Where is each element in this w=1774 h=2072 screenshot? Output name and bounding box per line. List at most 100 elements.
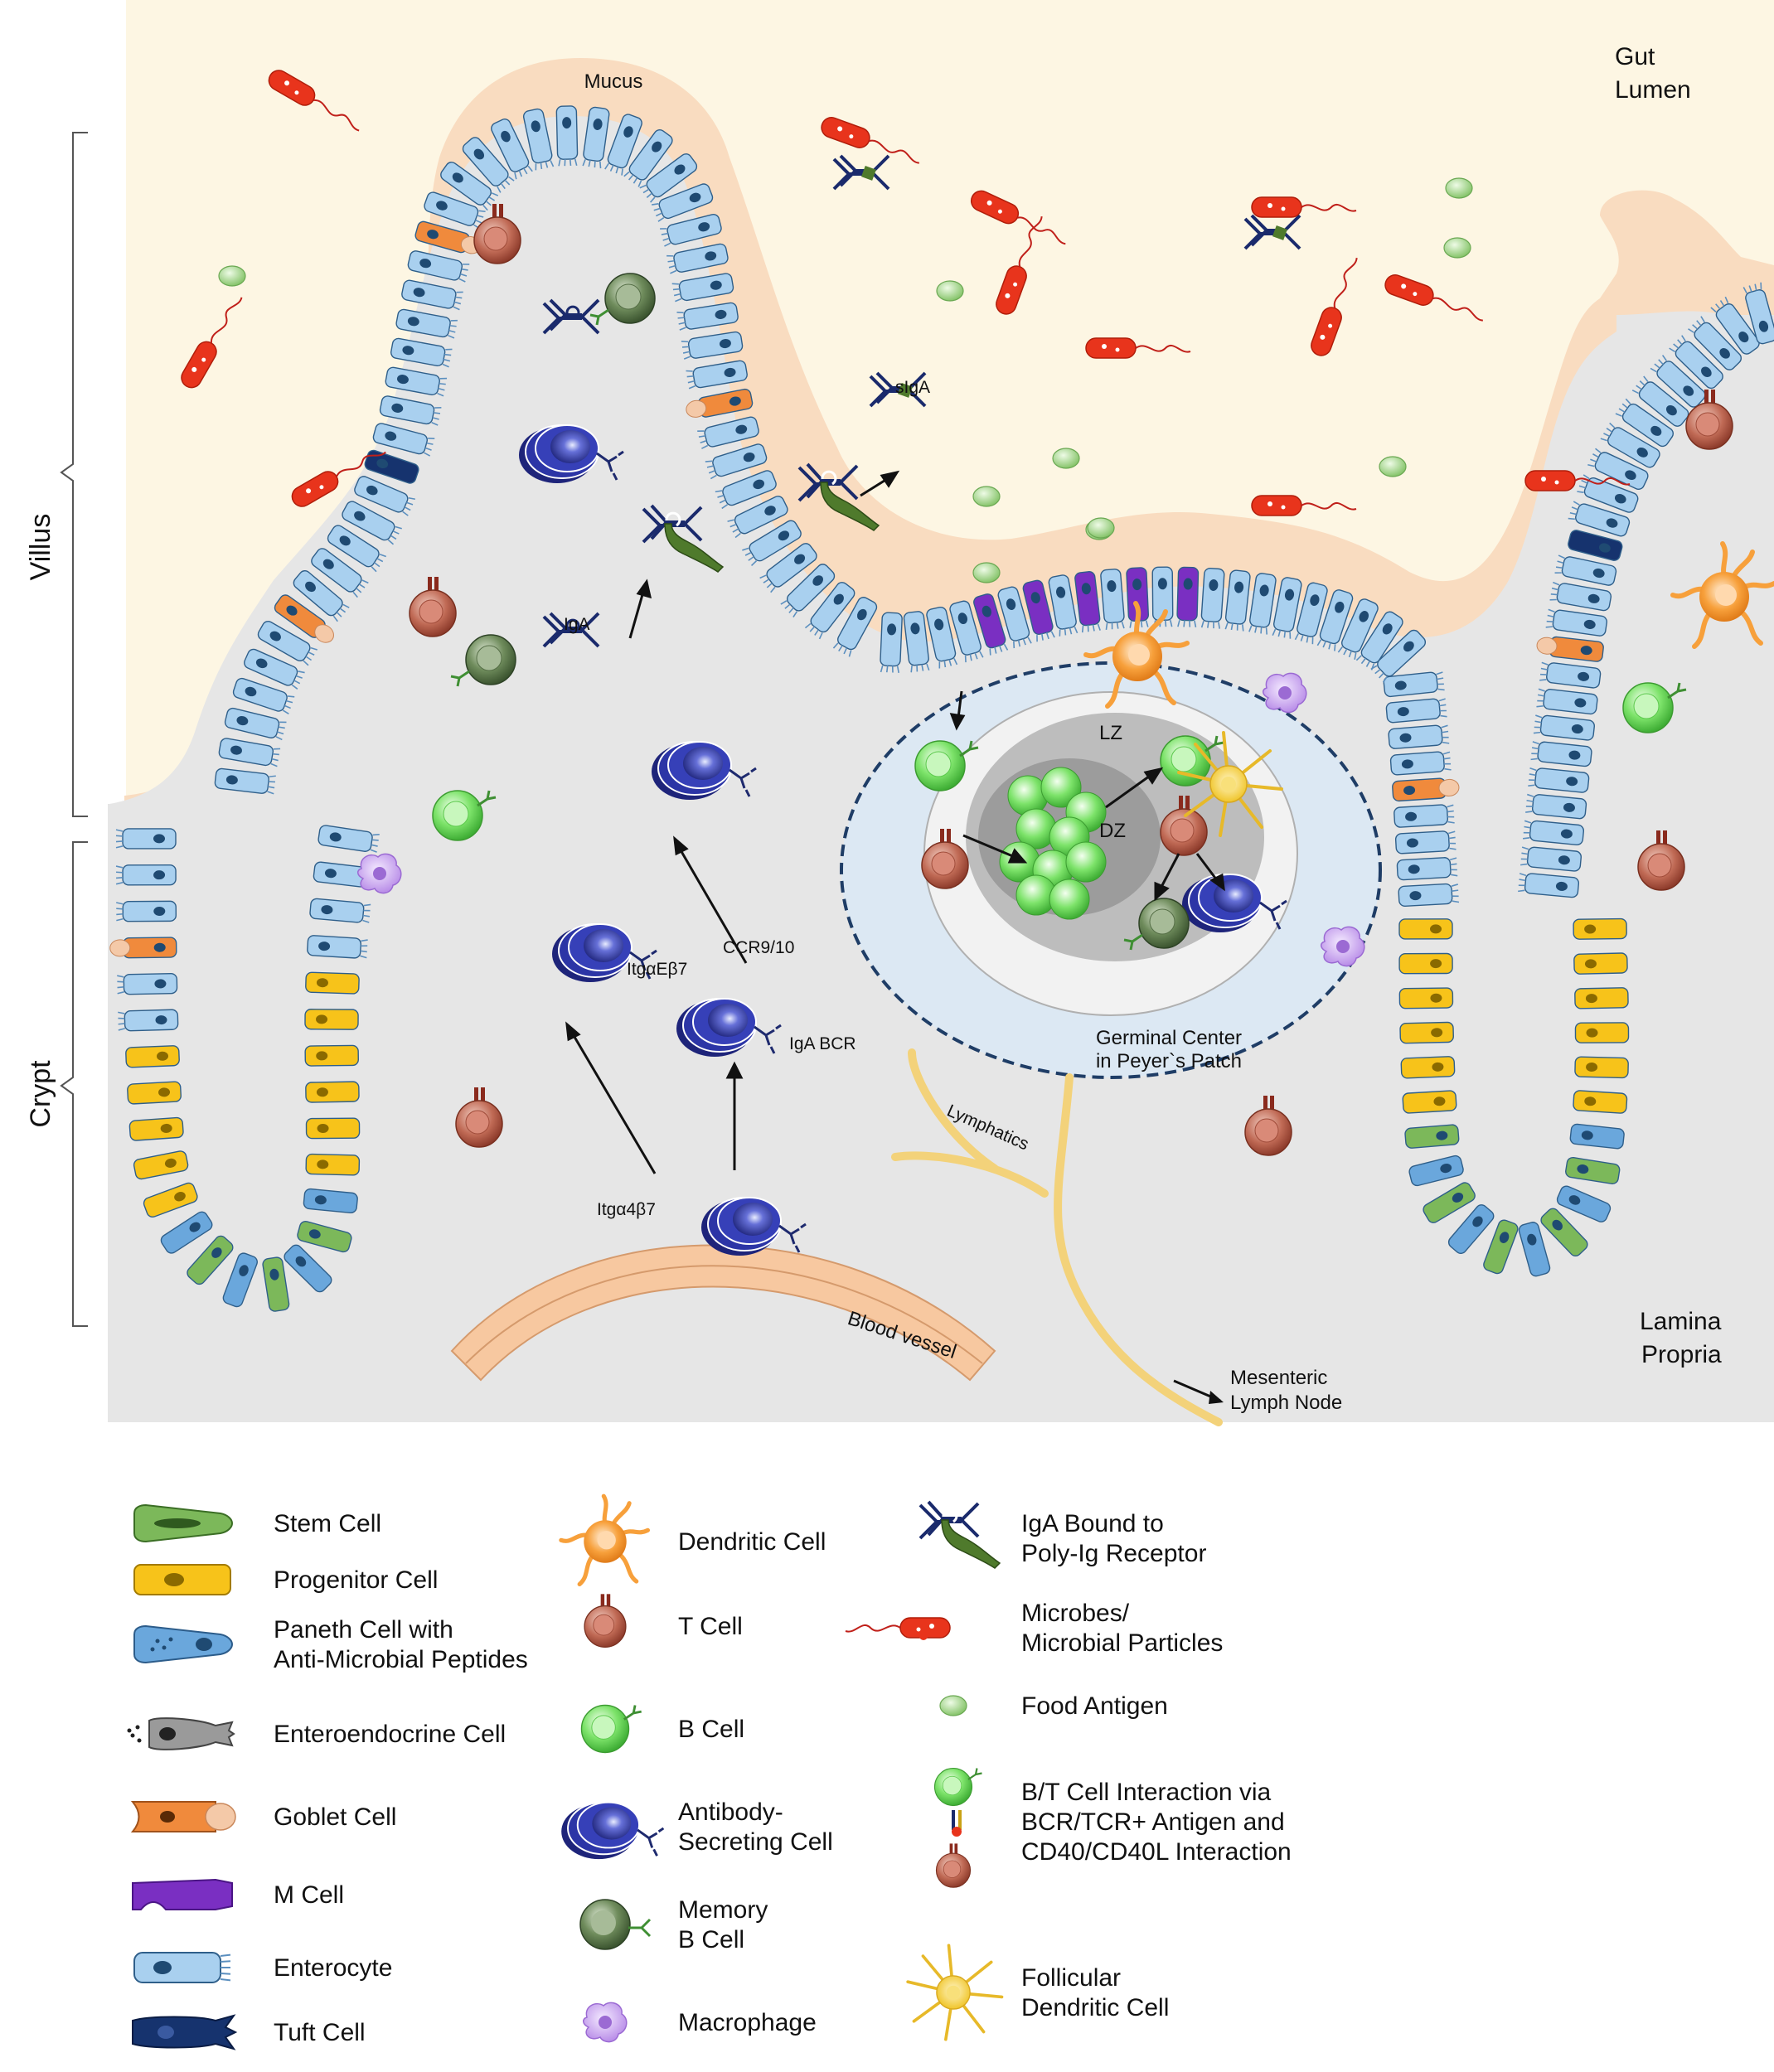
legend-label: Dendritic Cell bbox=[1021, 1994, 1169, 2021]
bt-interaction-icon bbox=[933, 1767, 983, 1888]
progenitor-cell bbox=[305, 1153, 361, 1176]
enterocyte bbox=[1587, 448, 1649, 490]
paneth-cell bbox=[1569, 1123, 1625, 1150]
enterocyte bbox=[705, 443, 768, 480]
progenitor-cell bbox=[1574, 987, 1629, 1009]
dark-zone-label: DZ bbox=[1099, 820, 1126, 842]
lamina-propria-label-2: Propria bbox=[1641, 1341, 1722, 1368]
enterocyte bbox=[257, 621, 317, 666]
enterocyte bbox=[997, 586, 1032, 649]
progenitor-cell bbox=[1574, 1022, 1630, 1043]
legend-label: Food Antigen bbox=[1021, 1692, 1168, 1720]
m-cell bbox=[1074, 571, 1101, 633]
enterocyte bbox=[1337, 598, 1379, 660]
enterocyte bbox=[115, 864, 177, 886]
enteroendocrine-cell-icon bbox=[127, 1717, 235, 1750]
iga-label: IgA bbox=[564, 615, 590, 634]
m-cell-icon bbox=[132, 1878, 233, 1910]
enterocyte bbox=[440, 162, 499, 211]
mesenteric-label-1: Mesenteric bbox=[1230, 1367, 1327, 1389]
mucus-label: Mucus bbox=[584, 70, 643, 93]
itgaeb7-label: ItgαEβ7 bbox=[627, 960, 687, 979]
paneth-cell-icon bbox=[133, 1624, 234, 1664]
enterocyte bbox=[639, 153, 698, 203]
enterocyte bbox=[407, 250, 470, 283]
enterocyte bbox=[1536, 688, 1598, 715]
macrophage-icon bbox=[582, 2002, 628, 2043]
stem-cell bbox=[1540, 1208, 1588, 1257]
enterocyte bbox=[780, 564, 836, 617]
enterocyte bbox=[214, 767, 276, 795]
enterocyte bbox=[1549, 581, 1612, 612]
paneth-cell bbox=[222, 1252, 258, 1308]
enterocyte bbox=[1518, 873, 1580, 898]
legend-label: IgA Bound to bbox=[1021, 1510, 1164, 1537]
food-antigen-icon bbox=[939, 1695, 967, 1716]
enterocyte bbox=[342, 501, 402, 545]
tuft-cell bbox=[1568, 530, 1623, 561]
villus-epithelium-right bbox=[1383, 282, 1774, 908]
enterocyte bbox=[244, 648, 305, 690]
enterocyte bbox=[903, 611, 930, 673]
enterocyte bbox=[1383, 671, 1445, 698]
progenitor-cell bbox=[1573, 952, 1628, 975]
enterocyte bbox=[681, 331, 744, 360]
legend-label: BCR/TCR+ Antigen and bbox=[1021, 1808, 1285, 1836]
legend-label: Progenitor Cell bbox=[274, 1566, 438, 1594]
progenitor-cell bbox=[305, 1081, 360, 1103]
lymphatic-vessels bbox=[891, 1048, 1223, 1426]
legend-label: Microbes/ bbox=[1021, 1600, 1130, 1627]
enterocyte bbox=[293, 570, 350, 622]
enterocyte bbox=[1528, 767, 1590, 793]
goblet-cell bbox=[1536, 636, 1604, 662]
goblet-cell bbox=[274, 594, 334, 643]
m-cell bbox=[1022, 579, 1055, 642]
legend-label: T Cell bbox=[678, 1613, 743, 1640]
progenitor-cell bbox=[1573, 1090, 1628, 1114]
enterocyte bbox=[1533, 714, 1595, 741]
memory-b-cell-icon bbox=[579, 1899, 652, 1950]
paneth-cell bbox=[1518, 1222, 1551, 1277]
enterocyte bbox=[218, 738, 281, 767]
stem-cell bbox=[1483, 1219, 1519, 1275]
enterocyte bbox=[401, 279, 463, 311]
iga-bcr-label: IgA BCR bbox=[789, 1034, 856, 1053]
enterocyte bbox=[1385, 698, 1447, 724]
enterocyte bbox=[522, 108, 555, 171]
enterocyte bbox=[1554, 554, 1617, 586]
follicular-dendritic-cell-icon bbox=[906, 1944, 1004, 2041]
enterocyte bbox=[491, 119, 533, 180]
legend-label: Secreting Cell bbox=[678, 1828, 833, 1856]
lamina-propria-label-1: Lamina bbox=[1640, 1308, 1722, 1335]
enterocyte bbox=[372, 423, 435, 457]
enterocyte bbox=[1520, 846, 1582, 872]
enterocyte bbox=[118, 1009, 179, 1032]
progenitor-cell bbox=[1400, 1056, 1456, 1079]
legend-label: Macrophage bbox=[678, 2009, 817, 2036]
enterocyte bbox=[1631, 375, 1689, 427]
enterocyte bbox=[1742, 282, 1774, 345]
legend-label: Poly-Ig Receptor bbox=[1021, 1540, 1206, 1567]
enterocyte bbox=[115, 828, 177, 850]
enterocyte bbox=[666, 243, 729, 274]
dendritic-cell-icon bbox=[561, 1496, 648, 1584]
enterocyte bbox=[1388, 724, 1450, 749]
paneth-cell bbox=[1556, 1185, 1612, 1222]
tuft-cell bbox=[364, 449, 419, 484]
progenitor-cell bbox=[305, 971, 360, 995]
paneth-cell bbox=[303, 1188, 358, 1213]
paneth-cell bbox=[284, 1244, 332, 1293]
blood-vessel bbox=[450, 1244, 996, 1382]
germinal-center-label-1: Germinal Center bbox=[1096, 1027, 1242, 1049]
iga-pigr-icon bbox=[919, 1500, 1001, 1570]
legend-label: B Cell bbox=[678, 1716, 744, 1743]
enterocyte bbox=[117, 972, 178, 995]
legend-label: Enteroendocrine Cell bbox=[274, 1721, 506, 1748]
progenitor-cell bbox=[1398, 918, 1453, 940]
enterocyte bbox=[1577, 474, 1639, 513]
b-cell-icon bbox=[580, 1704, 643, 1754]
legend-label: Dendritic Cell bbox=[678, 1528, 826, 1556]
enterocyte bbox=[1396, 857, 1458, 881]
enterocyte bbox=[1370, 629, 1427, 683]
